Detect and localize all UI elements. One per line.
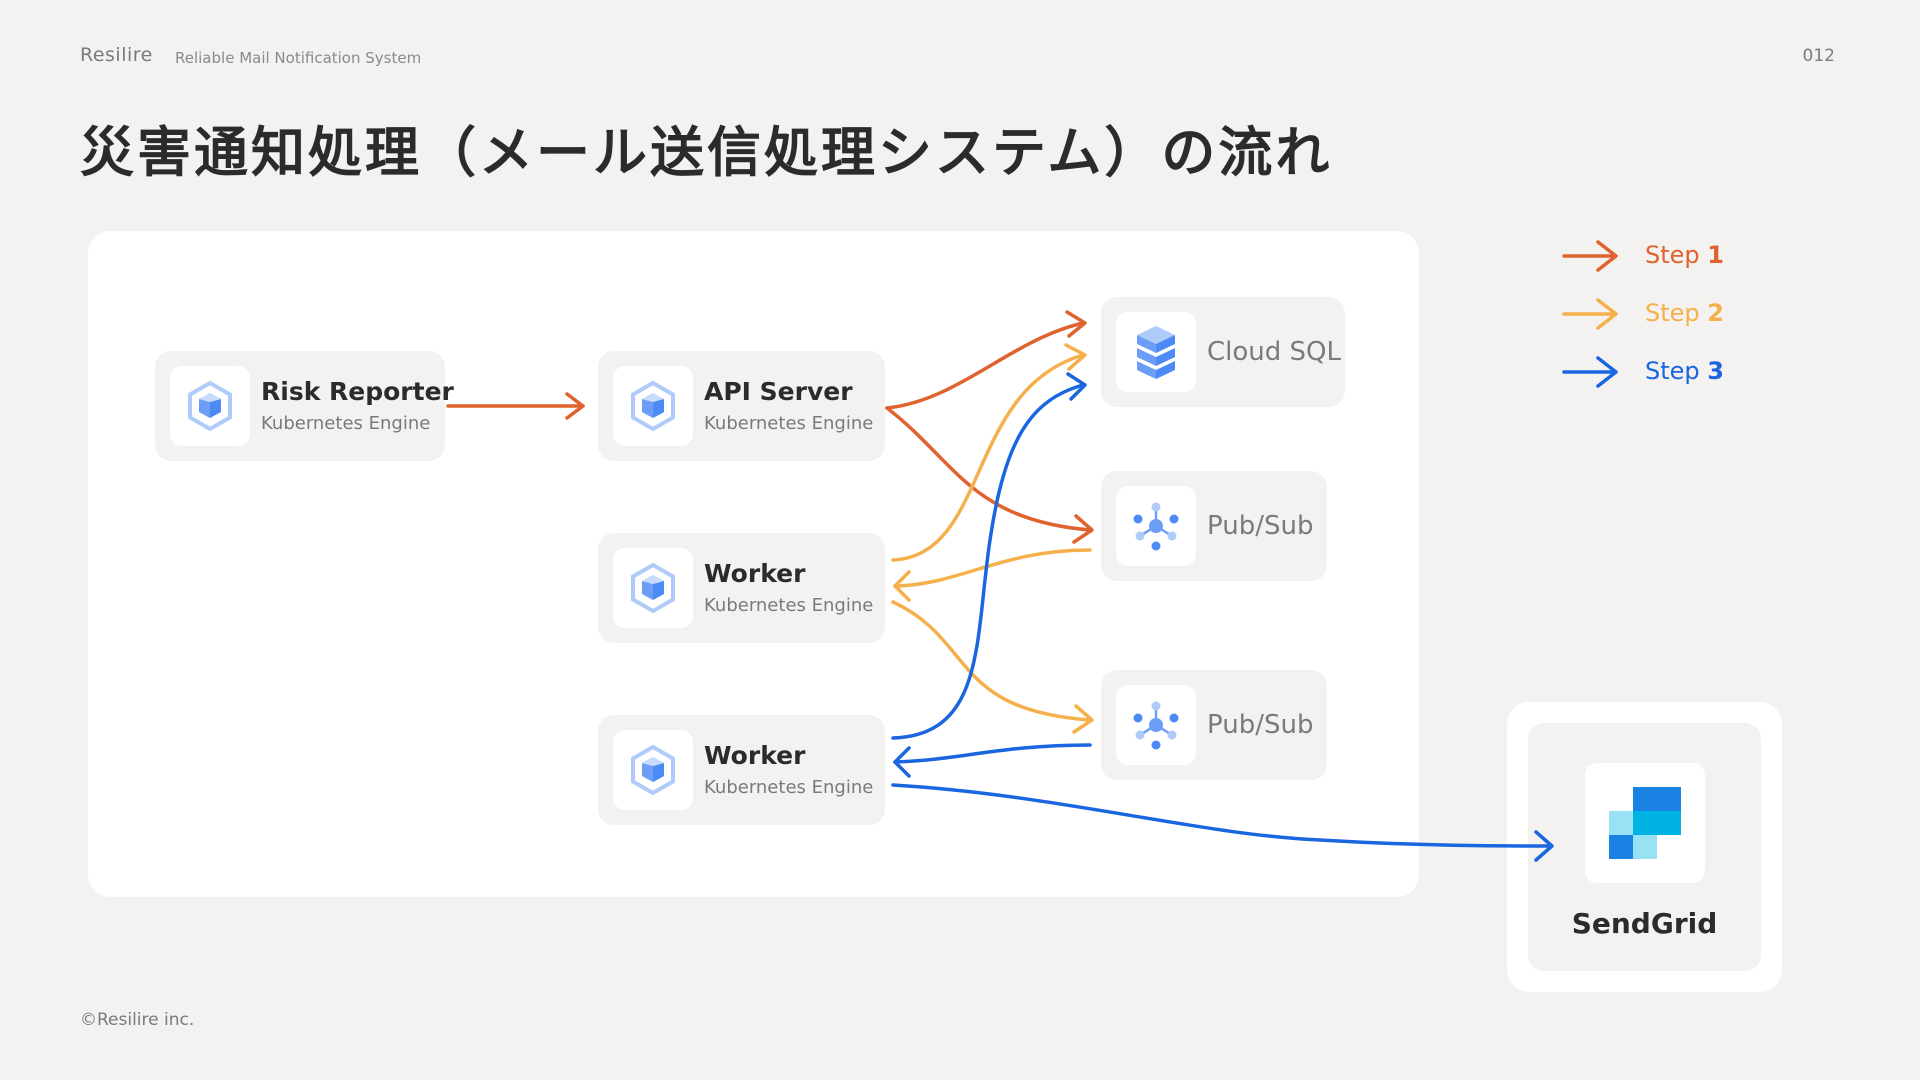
arrow-right-icon: [1562, 356, 1618, 388]
node-subtitle: Kubernetes Engine: [704, 413, 874, 434]
node-api-server: API Server Kubernetes Engine: [598, 351, 885, 461]
kubernetes-engine-icon: [170, 366, 250, 446]
pubsub-icon: [1116, 685, 1196, 765]
node-subtitle: Kubernetes Engine: [704, 777, 874, 798]
legend-step-2: Step 2: [1560, 294, 1760, 334]
page-title: 災害通知処理（メール送信処理システム）の流れ: [80, 121, 1333, 184]
kubernetes-engine-icon: [613, 730, 693, 810]
node-cloud-sql: Cloud SQL: [1101, 297, 1345, 407]
step-2-arrows: [891, 343, 1094, 734]
node-name: Pub/Sub: [1207, 710, 1314, 740]
legend-step-3: Step 3: [1560, 352, 1760, 392]
legend-label: Step 1: [1645, 241, 1724, 269]
legend-label: Step 2: [1645, 299, 1724, 327]
arrow-right-icon: [1562, 240, 1618, 272]
node-worker-2: Worker Kubernetes Engine: [598, 715, 885, 825]
kubernetes-engine-icon: [613, 548, 693, 628]
node-name: SendGrid: [1571, 907, 1718, 940]
brand-name: Resilire: [80, 44, 153, 66]
legend-label: Step 3: [1645, 357, 1724, 385]
step-3-arrows: [891, 372, 1554, 862]
pubsub-icon: [1116, 486, 1196, 566]
node-name: Cloud SQL: [1207, 337, 1341, 367]
node-risk-reporter: Risk Reporter Kubernetes Engine: [155, 351, 454, 461]
arrow-worker-2-to-sendgrid: [891, 783, 1552, 848]
kubernetes-engine-icon: [613, 366, 693, 446]
step-1-arrows: [446, 310, 1094, 544]
cloud-sql-icon: [1116, 312, 1196, 392]
arrow-right-icon: [1562, 298, 1618, 330]
arrow-pubsub-1-to-worker-1: [893, 548, 1092, 588]
node-worker-1: Worker Kubernetes Engine: [598, 533, 885, 643]
legend-step-1: Step 1: [1560, 236, 1760, 276]
arrow-worker-1-to-pubsub-2: [891, 600, 1092, 722]
node-sendgrid: SendGrid: [1528, 723, 1761, 971]
arrow-api-server-to-pubsub-1: [885, 406, 1092, 532]
node-pubsub-2: Pub/Sub: [1101, 670, 1327, 780]
copyright: ©Resilire inc.: [80, 1010, 195, 1030]
node-name: Risk Reporter: [261, 377, 454, 406]
node-name: Worker: [704, 559, 806, 588]
node-subtitle: Kubernetes Engine: [704, 595, 874, 616]
node-pubsub-1: Pub/Sub: [1101, 471, 1327, 581]
arrow-api-server-to-cloud-sql: [885, 321, 1085, 410]
page-number: 012: [1802, 46, 1835, 66]
arrow-worker-2-to-cloud-sql: [891, 383, 1085, 740]
sendgrid-logo: [1585, 763, 1705, 883]
node-subtitle: Kubernetes Engine: [261, 413, 431, 434]
node-name: Worker: [704, 741, 806, 770]
node-name: API Server: [704, 377, 853, 406]
arrow-worker-1-to-cloud-sql: [891, 353, 1085, 562]
system-subtitle: Reliable Mail Notification System: [175, 49, 422, 67]
arrow-pubsub-2-to-worker-2: [893, 743, 1092, 764]
node-name: Pub/Sub: [1207, 511, 1314, 541]
